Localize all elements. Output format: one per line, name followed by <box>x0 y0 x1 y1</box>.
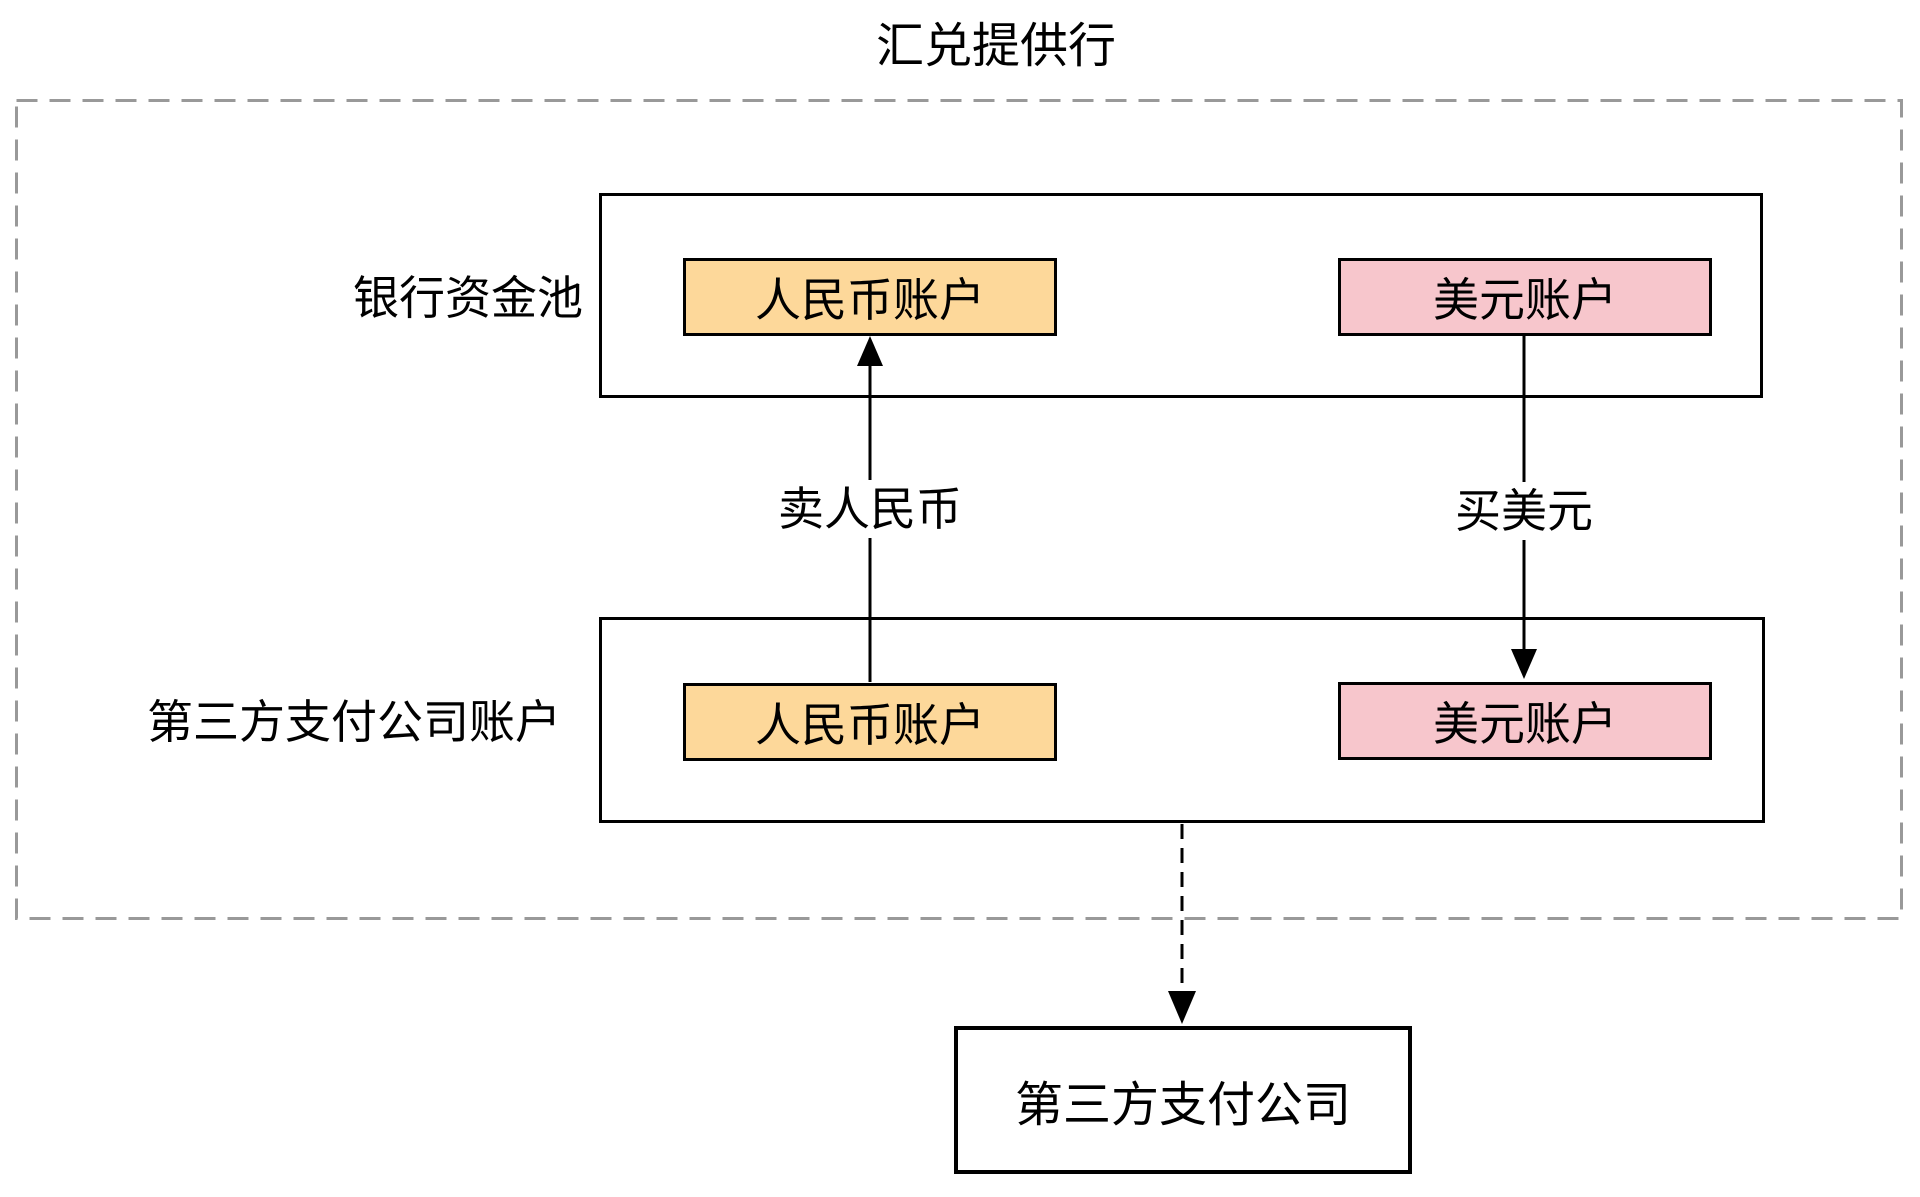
third-party-company-label: 第三方支付公司 <box>1014 1079 1351 1132</box>
third-party-rmb-account-box: 人民币账户 <box>683 683 1057 761</box>
third-party-usd-account-box: 美元账户 <box>1338 682 1712 760</box>
bank-fund-pool-box <box>599 193 1763 398</box>
third-party-company-box: 第三方支付公司 <box>954 1026 1412 1174</box>
bank-rmb-account-box: 人民币账户 <box>683 258 1057 336</box>
bank-usd-account-box: 美元账户 <box>1338 258 1712 336</box>
third-party-rmb-account-label: 人民币账户 <box>755 699 985 751</box>
buy-usd-arrowhead-down <box>1511 649 1537 679</box>
bank-rmb-account-label: 人民币账户 <box>755 274 985 326</box>
diagram-title: 汇兑提供行 <box>875 20 1117 73</box>
third-party-usd-account-label: 美元账户 <box>1433 698 1617 750</box>
company-dashed-arrowhead-down <box>1168 991 1196 1024</box>
third-party-accounts-label: 第三方支付公司账户 <box>147 696 561 748</box>
buy-usd-flow-label: 买美元 <box>1445 482 1603 540</box>
third-party-accounts-box <box>599 617 1765 823</box>
sell-rmb-arrowhead-up <box>857 336 883 366</box>
exchange-provider-dashed-border <box>15 99 1903 920</box>
sell-rmb-flow-label: 卖人民币 <box>768 480 972 538</box>
bank-usd-account-label: 美元账户 <box>1433 274 1617 326</box>
bank-fund-pool-label: 银行资金池 <box>353 272 583 324</box>
